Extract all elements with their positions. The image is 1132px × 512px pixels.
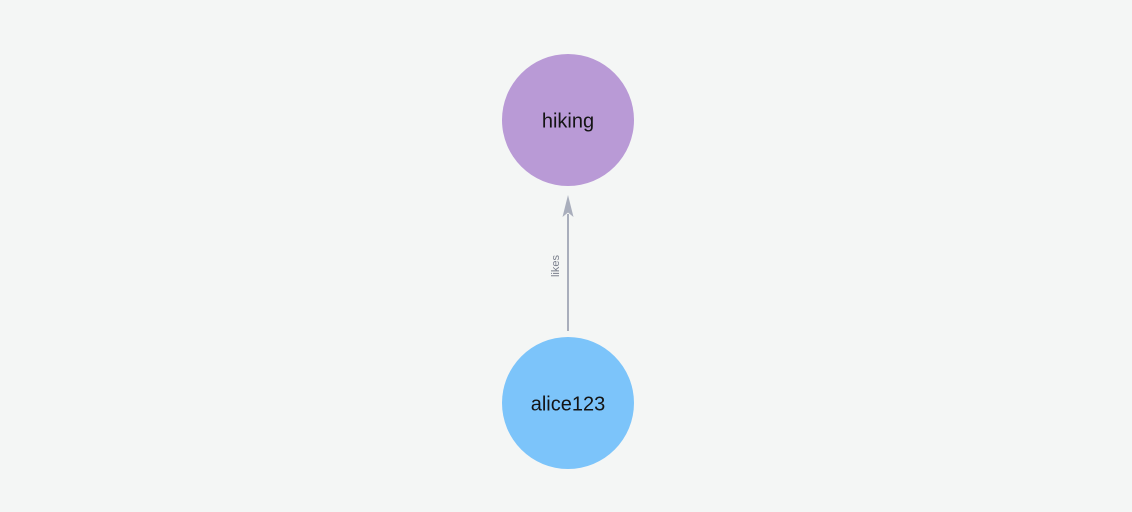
edge-label-likes: likes [550,255,562,278]
node-label-alice123: alice123 [531,393,606,415]
arrowhead-icon [562,195,574,217]
graph-node-alice123[interactable]: alice123 [502,337,634,469]
graph-edge-likes[interactable]: likes [550,195,574,331]
graph-node-hiking[interactable]: hiking [502,54,634,186]
node-label-hiking: hiking [542,110,594,132]
node-circle-alice123 [502,337,634,469]
node-circle-hiking [502,54,634,186]
